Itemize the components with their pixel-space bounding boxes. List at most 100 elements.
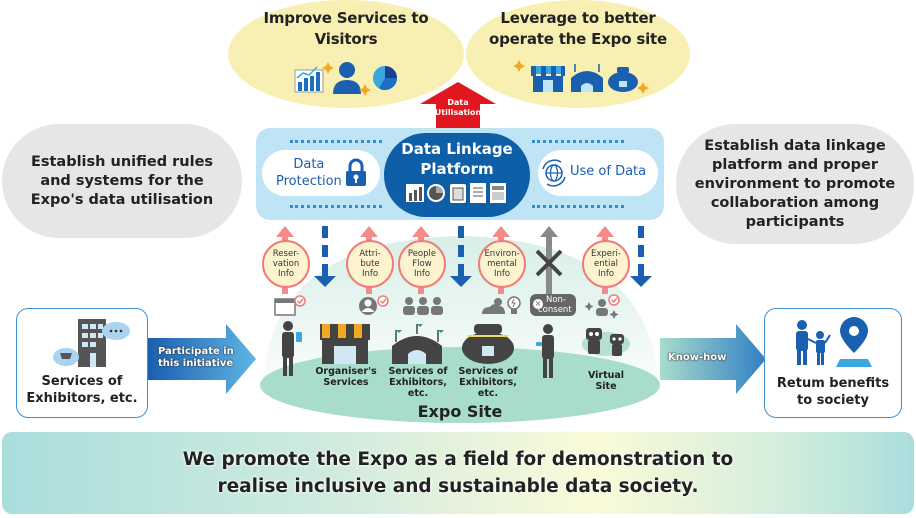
side-note-line: Expo's data utilisation	[30, 191, 214, 208]
red-up-arrow-icon	[420, 82, 496, 128]
platform-title-line1: Data Linkage	[401, 140, 513, 158]
exhibitors-box-line2: Exhibitors, etc.	[26, 391, 138, 406]
family-icon	[796, 320, 831, 365]
platform-title-line2: Platform	[420, 160, 494, 178]
use-of-data-label: Use of Data	[570, 164, 647, 179]
info-line: bute	[360, 259, 380, 269]
person-icon	[333, 62, 361, 94]
expo-site-ground	[260, 347, 660, 423]
lock-icon	[346, 158, 366, 186]
side-note-line: collaboration among	[710, 194, 880, 211]
no-icon: ×	[533, 299, 543, 309]
site-item-line: etc.	[477, 388, 499, 399]
people-group-icon	[403, 297, 443, 315]
info-line: Flow	[412, 259, 432, 269]
info-line: Info	[413, 269, 431, 279]
mission-banner: We promote the Expo as a field for demon…	[2, 432, 914, 514]
site-item-organiser: Organiser's Services	[306, 366, 386, 388]
info-line: Reser-	[272, 249, 300, 259]
user-check-icon	[359, 295, 389, 315]
data-protection-pill: Data Protection	[262, 150, 380, 196]
site-item-line: Exhibitors,	[389, 377, 447, 388]
exhibitors-box-line1: Services of	[41, 374, 123, 389]
info-line: Environ-	[484, 249, 520, 259]
stadium-pavilion-icon	[392, 324, 444, 364]
goal-improve-services: Improve Services to Visitors	[228, 0, 464, 108]
person-with-phone-icon	[282, 321, 302, 376]
use-of-data-pill: Use of Data	[538, 150, 658, 196]
return-box-line2: to society	[796, 393, 869, 408]
bar-chart-icon	[294, 66, 324, 93]
site-item-line: etc.	[407, 388, 429, 399]
return-box-line1: Retum benefits	[776, 376, 890, 391]
globe-sync-icon	[542, 159, 566, 187]
side-note-line: Establish unified rules	[30, 153, 214, 170]
info-line: vation	[272, 259, 300, 269]
site-item-exhibitors-1: Services of Exhibitors, etc.	[380, 366, 456, 399]
dome-pavilion-icon	[462, 324, 514, 364]
pie-chart-icon	[427, 184, 445, 202]
knowhow-label: Know-how	[668, 352, 727, 363]
data-utilisation-arrow: Data Utilisation	[418, 82, 498, 128]
site-item-line: Services of	[388, 366, 448, 377]
sparkle-icon	[322, 62, 334, 74]
site-item-line: Virtual	[587, 370, 625, 381]
site-item-exhibitors-2: Services of Exhibitors, etc.	[450, 366, 526, 399]
info-line: Info	[597, 269, 615, 279]
flow-dots	[290, 140, 382, 143]
participate-line1: Participate in	[158, 346, 234, 357]
virtual-robots-icon	[582, 328, 630, 356]
site-item-line: Site	[595, 381, 617, 392]
sparkle-icon	[359, 84, 371, 96]
non-consent-line2: consent	[538, 305, 572, 315]
goal-title-line2: operate the Expo site	[489, 30, 667, 48]
info-line: People	[407, 249, 437, 259]
flow-dots	[532, 205, 624, 208]
participate-line2: this initiative	[158, 358, 234, 369]
weather-bulb-icon	[482, 296, 521, 314]
site-item-line: Services of	[458, 366, 518, 377]
person-with-phone-icon	[536, 324, 554, 378]
info-line: Info	[361, 269, 379, 279]
return-benefits-box: Retum benefits to society	[764, 308, 902, 418]
goal-icons	[513, 60, 649, 94]
info-line: Attri-	[359, 249, 381, 259]
goal-title-line2: Visitors	[314, 30, 378, 48]
goal-title-line1: Leverage to better	[500, 9, 656, 27]
arrow-label-line2: Utilisation	[434, 108, 482, 117]
arrow-label-line1: Data	[447, 98, 469, 107]
non-consent-line1: Non-	[546, 295, 567, 305]
participate-arrow	[148, 324, 256, 394]
side-note-line: platform and proper	[711, 156, 879, 173]
side-note-line: environment to promote	[694, 175, 896, 192]
documents-icon	[470, 183, 486, 203]
cross-icon	[535, 249, 563, 277]
exhibitors-services-box: Services of Exhibitors, etc.	[16, 308, 148, 418]
side-note-line: participants	[745, 213, 845, 230]
banner-line2: realise inclusive and sustainable data s…	[217, 476, 699, 497]
site-item-line: Services	[323, 377, 369, 388]
stadium-icon	[571, 64, 603, 92]
goal-icons	[294, 62, 397, 96]
side-note-line: Establish data linkage	[704, 137, 886, 154]
clipboard-icon	[450, 184, 466, 203]
bar-chart-icon	[406, 184, 424, 202]
info-line: mental	[487, 259, 517, 269]
side-note-unified-rules: Establish unified rules and systems for …	[2, 124, 242, 238]
info-line: Experi-	[591, 249, 621, 259]
info-line: Info	[493, 269, 511, 279]
sparkle-icon	[513, 60, 525, 72]
shop-icon	[531, 66, 565, 92]
sparkle-icon	[637, 82, 649, 94]
goal-title-line1: Improve Services to	[263, 9, 429, 27]
expo-site-title: Expo Site	[417, 402, 503, 421]
info-line: Info	[277, 269, 295, 279]
knowhow-arrow	[660, 324, 766, 394]
site-item-line: Exhibitors,	[459, 377, 517, 388]
family-location-icon	[796, 317, 872, 367]
data-protection-line1: Data	[293, 157, 325, 172]
file-icon	[490, 183, 506, 203]
data-linkage-platform-core: Data Linkage Platform	[384, 133, 530, 217]
info-line: ential	[594, 259, 618, 269]
site-item-virtual: Virtual Site	[580, 370, 632, 392]
